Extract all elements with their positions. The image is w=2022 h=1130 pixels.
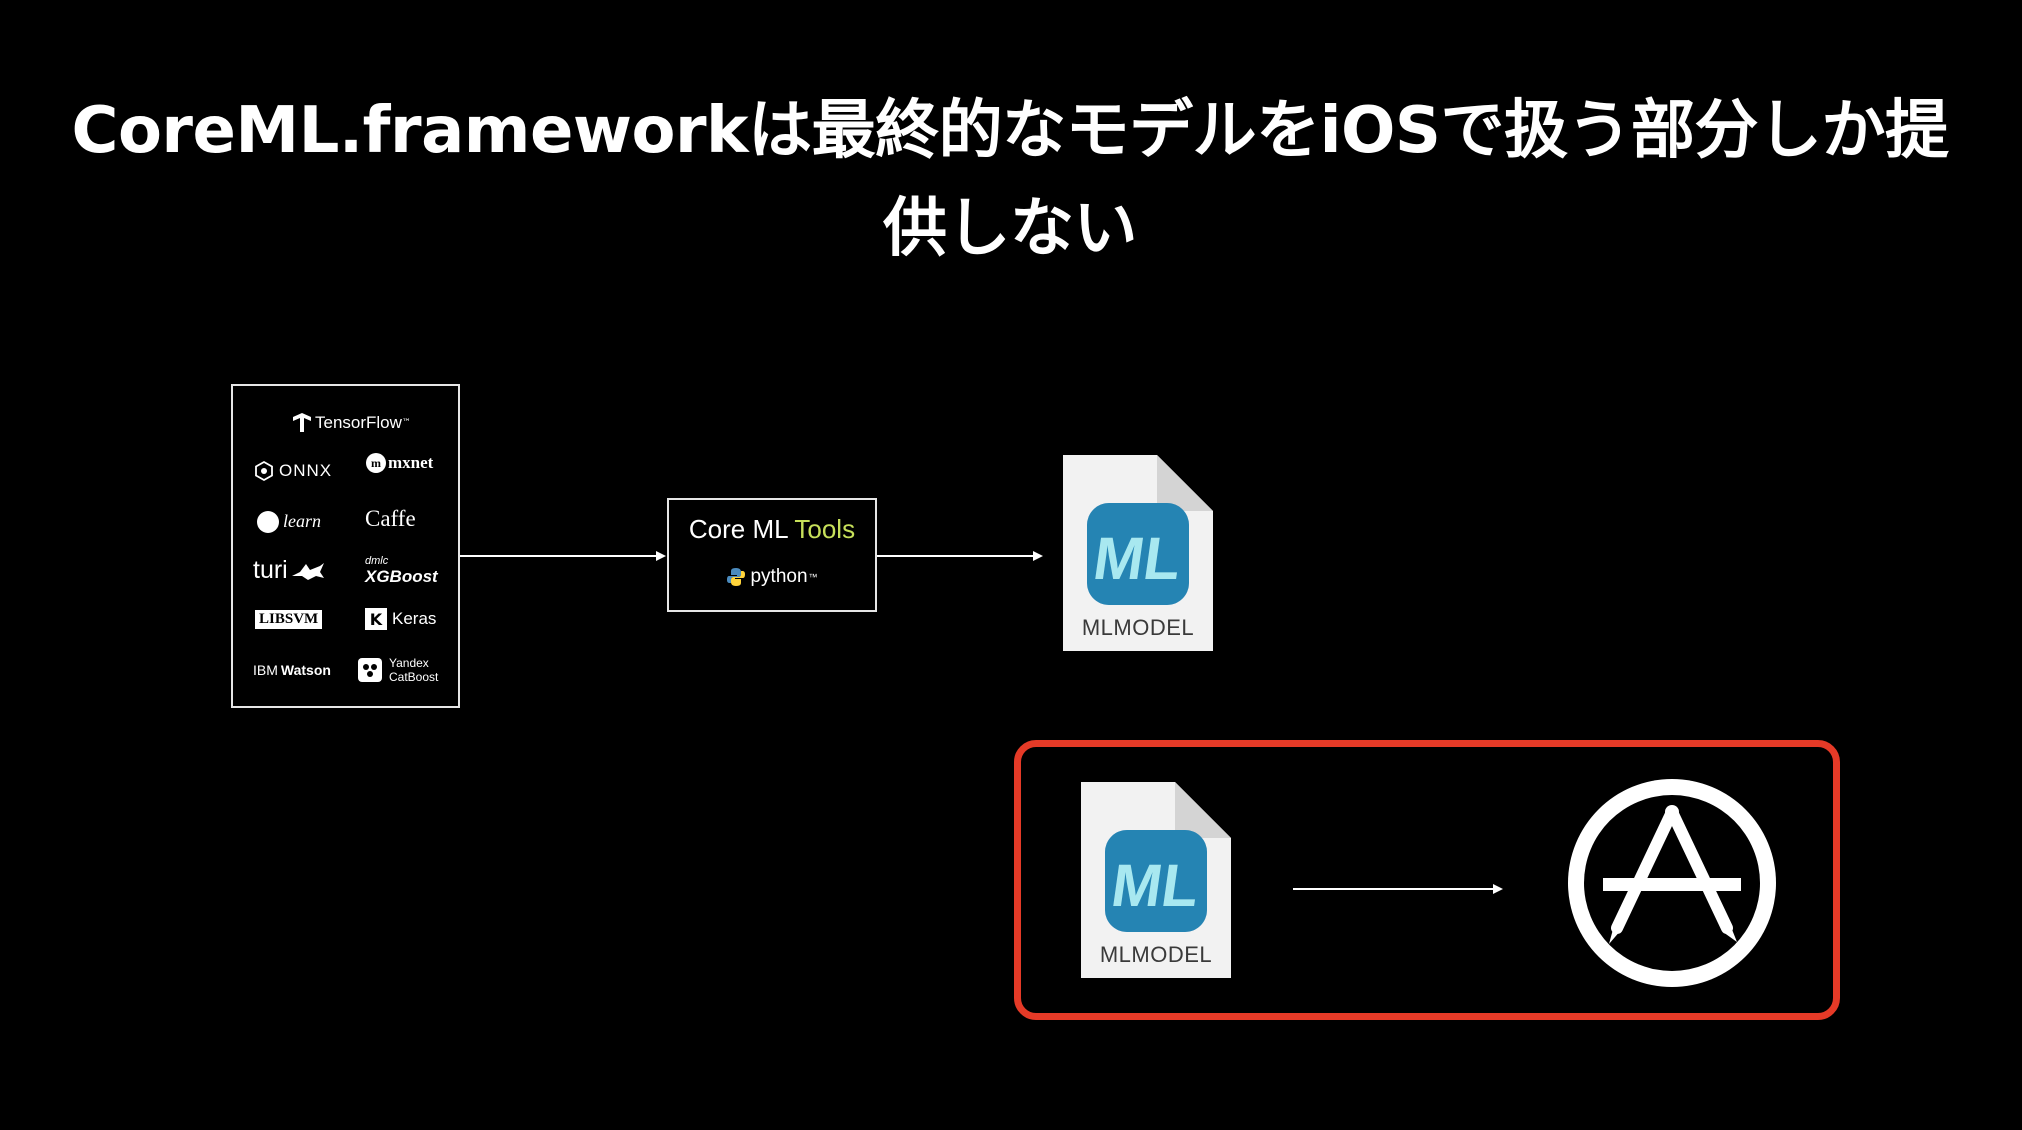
- framework-label: LIBSVM: [255, 610, 323, 629]
- framework-label: IBM: [253, 662, 278, 678]
- arrow-to-mlmodel: [877, 551, 1043, 561]
- ios-deployment-highlight: [1014, 740, 1840, 1020]
- tools-title: Core ML Tools: [669, 514, 875, 545]
- framework-onnx: ONNX: [253, 460, 332, 482]
- framework-label: Watson: [280, 662, 331, 678]
- framework-turi: turi: [253, 556, 326, 585]
- svg-text:ML: ML: [1089, 524, 1185, 592]
- framework-scikit-learn: learn: [255, 508, 321, 534]
- framework-label: CatBoost: [389, 670, 439, 684]
- framework-label: turi: [253, 556, 288, 584]
- slide-title: CoreML.frameworkは最終的なモデルをiOSで扱う部分しか提供しない: [71, 94, 1949, 266]
- mxnet-icon: m: [366, 453, 386, 473]
- framework-catboost: Yandex CatBoost: [357, 656, 438, 684]
- svg-text:ML: ML: [1107, 851, 1203, 919]
- framework-label: Yandex: [389, 656, 429, 670]
- framework-label: ONNX: [279, 461, 333, 480]
- catboost-icon: [358, 658, 382, 682]
- framework-caffe: Caffe: [365, 506, 416, 532]
- framework-keras: K Keras: [365, 608, 436, 630]
- mlmodel-file: ML MLMODEL: [1063, 455, 1213, 651]
- keras-icon: K: [365, 608, 387, 630]
- ml-file-icon: ML: [1081, 782, 1231, 978]
- framework-label: Caffe: [365, 506, 416, 531]
- tensorflow-icon: [293, 413, 311, 432]
- framework-label: TensorFlow: [315, 413, 402, 432]
- framework-label: Keras: [392, 609, 437, 628]
- framework-label: learn: [283, 510, 321, 531]
- scikit-learn-icon: [257, 511, 279, 533]
- framework-libsvm: LIBSVM: [255, 610, 323, 629]
- mlmodel-label: MLMODEL: [1081, 615, 1195, 640]
- mlmodel-file-deploy: ML MLMODEL: [1081, 782, 1231, 978]
- onnx-icon: [255, 460, 273, 482]
- arrow-to-app-store: [1293, 884, 1503, 894]
- tools-title-accent: Tools: [794, 514, 856, 544]
- framework-mxnet: m mxnet: [365, 452, 433, 474]
- python-label: python: [750, 566, 808, 587]
- framework-xgboost: dmlc XGBoost: [365, 556, 438, 587]
- app-store-icon: [1568, 779, 1776, 987]
- svg-text:m: m: [371, 456, 381, 470]
- python-icon: [727, 568, 746, 586]
- framework-label: XGBoost: [365, 567, 438, 586]
- tools-title-prefix: Core ML: [688, 514, 795, 544]
- turi-cat-icon: [291, 562, 324, 580]
- framework-ibm-watson: IBM Watson: [253, 662, 331, 678]
- framework-sublabel: dmlc: [365, 555, 389, 567]
- mlmodel-label: MLMODEL: [1099, 942, 1213, 967]
- framework-label: mxnet: [388, 453, 434, 472]
- ml-file-icon: ML: [1063, 455, 1213, 651]
- arrow-to-tools: [460, 551, 666, 561]
